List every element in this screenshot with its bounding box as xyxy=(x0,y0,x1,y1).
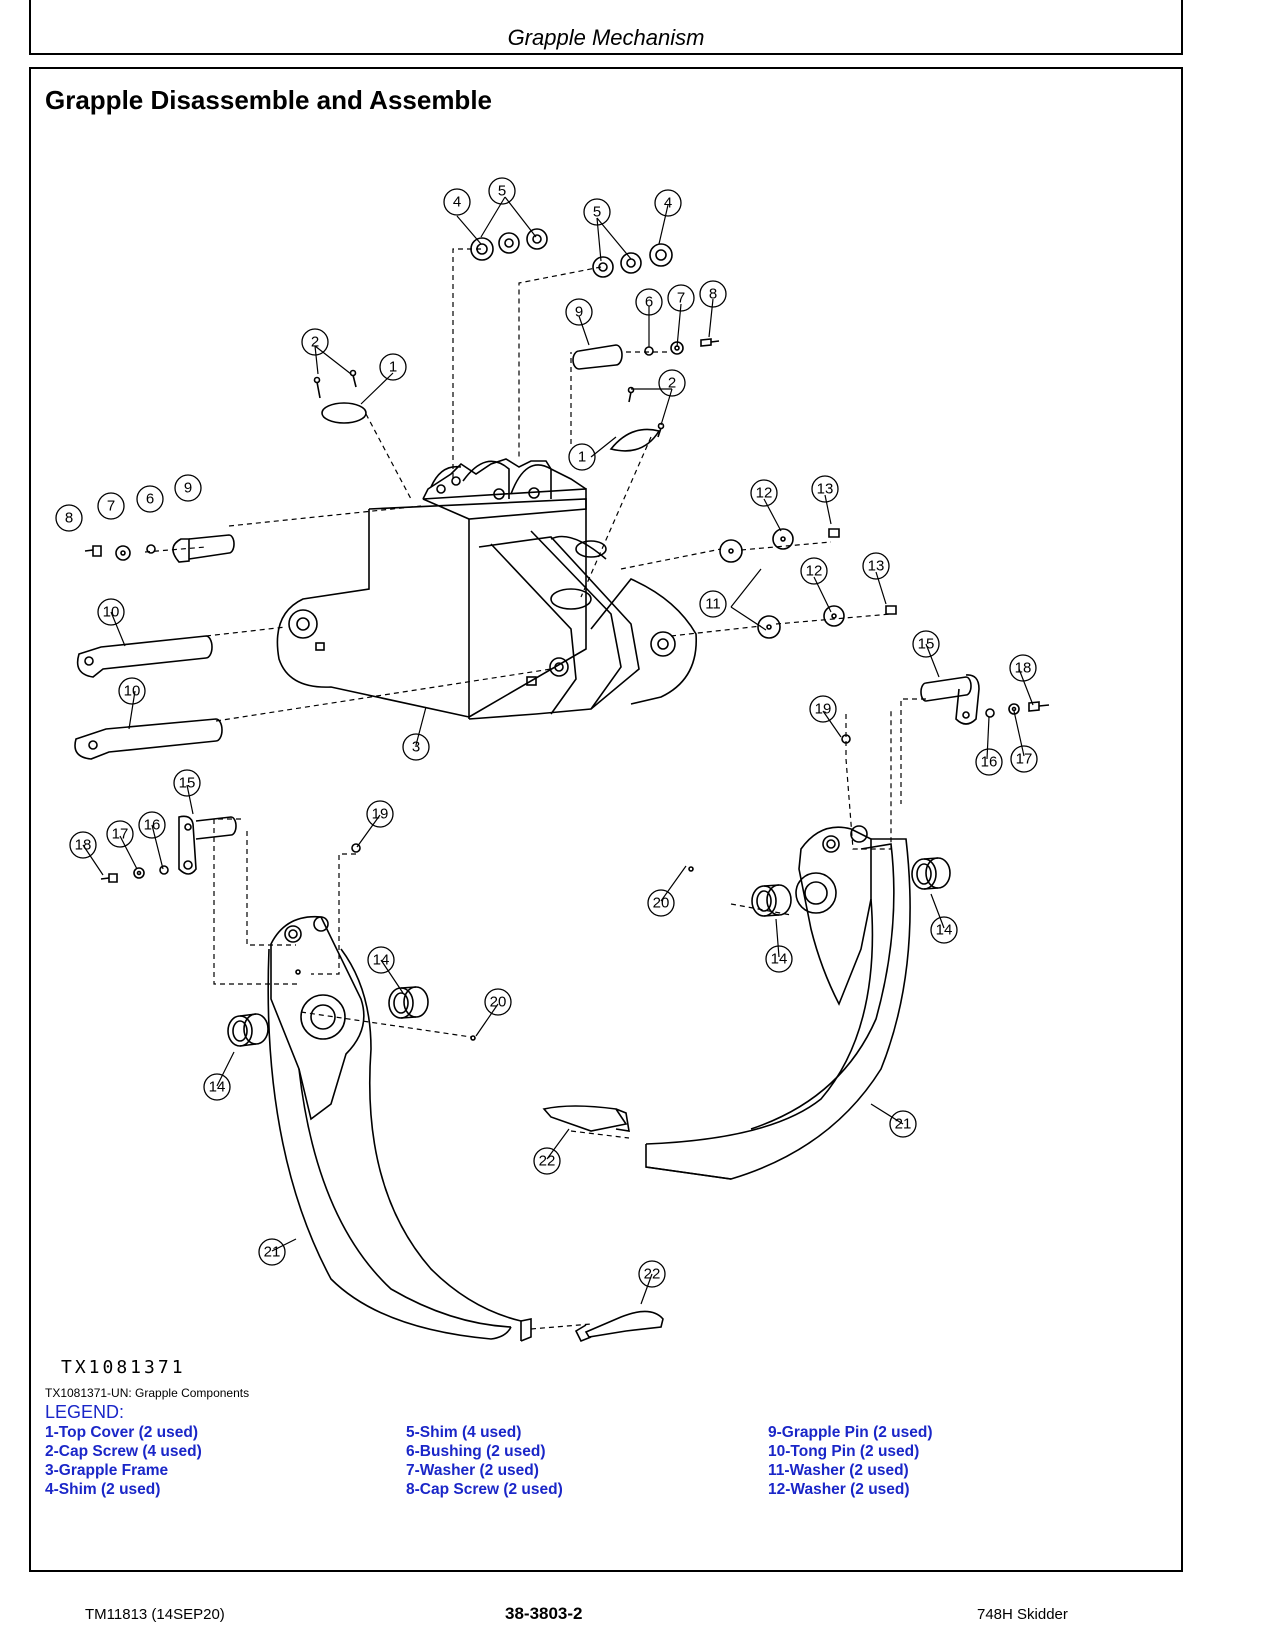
callout-22: 22 xyxy=(539,1153,556,1170)
callout-21: 21 xyxy=(895,1116,912,1133)
callout-19: 19 xyxy=(372,806,389,823)
left-pins xyxy=(74,534,235,760)
legend-title: LEGEND: xyxy=(45,1402,125,1422)
right-washers xyxy=(719,528,897,639)
callout-19: 19 xyxy=(815,701,832,718)
callout-3: 3 xyxy=(412,739,420,756)
callout-9: 9 xyxy=(184,480,192,497)
bushings xyxy=(227,857,951,1047)
callout-20: 20 xyxy=(490,994,507,1011)
section-title: Grapple Disassemble and Assemble xyxy=(45,85,493,115)
callout-14: 14 xyxy=(771,951,788,968)
callout-16: 16 xyxy=(144,817,161,834)
teeth xyxy=(542,1105,664,1343)
legend-item: 10-Tong Pin (2 used) xyxy=(768,1443,920,1460)
dashed-assembly-lines xyxy=(144,248,926,1330)
legend-item: 11-Washer (2 used) xyxy=(768,1462,909,1479)
tong-right xyxy=(645,825,911,1180)
page-header: Grapple Mechanism xyxy=(29,0,1183,55)
callout-16: 16 xyxy=(981,754,998,771)
callout-6: 6 xyxy=(146,491,154,508)
callout-4: 4 xyxy=(664,195,672,212)
callout-17: 17 xyxy=(112,826,129,843)
callout-21: 21 xyxy=(264,1244,281,1261)
callout-circles xyxy=(55,177,1038,1288)
callout-11: 11 xyxy=(705,596,721,613)
legend-item: 12-Washer (2 used) xyxy=(768,1481,910,1498)
callout-18: 18 xyxy=(1015,660,1032,677)
legend-item: 6-Bushing (2 used) xyxy=(406,1443,546,1460)
callout-1: 1 xyxy=(578,449,586,466)
callout-9: 9 xyxy=(575,304,583,321)
callout-17: 17 xyxy=(1016,751,1033,768)
callout-18: 18 xyxy=(75,837,92,854)
callout-5: 5 xyxy=(498,183,506,200)
grapple-frame xyxy=(276,458,697,720)
callout-14: 14 xyxy=(936,922,953,939)
exploded-view-diagram: 4 5 5 4 9 6 7 8 2 1 2 1 8 7 6 9 12 13 12… xyxy=(55,177,1050,1343)
callout-20: 20 xyxy=(653,895,670,912)
callout-7: 7 xyxy=(677,290,685,307)
callout-8: 8 xyxy=(65,510,73,527)
callout-1: 1 xyxy=(389,359,397,376)
shims-top xyxy=(470,228,673,278)
callout-14: 14 xyxy=(373,952,390,969)
legend-item: 8-Cap Screw (2 used) xyxy=(406,1481,563,1498)
legend-column-3: 9-Grapple Pin (2 used) 10-Tong Pin (2 us… xyxy=(768,1423,933,1499)
legend-item: 7-Washer (2 used) xyxy=(406,1462,539,1479)
footer-machine-name: 748H Skidder xyxy=(977,1606,1068,1623)
figure-caption: TX1081371-UN: Grapple Components xyxy=(45,1386,250,1400)
callout-7: 7 xyxy=(107,498,115,515)
legend-item: 3-Grapple Frame xyxy=(45,1462,169,1479)
callout-15: 15 xyxy=(918,636,935,653)
legend-item: 2-Cap Screw (4 used) xyxy=(45,1443,202,1460)
callout-8: 8 xyxy=(709,286,717,303)
callout-12: 12 xyxy=(806,563,823,580)
callout-15: 15 xyxy=(179,775,196,792)
callout-13: 13 xyxy=(868,558,885,575)
legend-item: 4-Shim (2 used) xyxy=(45,1481,161,1498)
callout-5: 5 xyxy=(593,204,601,221)
pin-15-left xyxy=(100,815,361,883)
tong-left xyxy=(267,915,532,1342)
callout-2: 2 xyxy=(668,375,676,392)
callout-12: 12 xyxy=(756,485,773,502)
figure-id: TX1081371 xyxy=(61,1357,186,1378)
grapple-pin-top xyxy=(572,338,720,370)
callout-4: 4 xyxy=(453,194,461,211)
callout-10: 10 xyxy=(124,683,141,700)
header-title: Grapple Mechanism xyxy=(507,25,705,50)
footer-manual-id: TM11813 (14SEP20) xyxy=(85,1606,225,1623)
callout-10: 10 xyxy=(103,604,120,621)
callout-22: 22 xyxy=(644,1266,661,1283)
callout-6: 6 xyxy=(645,294,653,311)
legend-item: 5-Shim (4 used) xyxy=(406,1424,522,1441)
legend-item: 1-Top Cover (2 used) xyxy=(45,1424,199,1441)
legend-column-2: 5-Shim (4 used) 6-Bushing (2 used) 7-Was… xyxy=(406,1423,563,1499)
pin-15-right xyxy=(841,674,1050,744)
callout-13: 13 xyxy=(817,481,834,498)
callout-2: 2 xyxy=(311,334,319,351)
callout-numbers: 4 5 5 4 9 6 7 8 2 1 2 1 8 7 6 9 12 13 12… xyxy=(65,183,1033,1283)
callout-14: 14 xyxy=(209,1079,226,1096)
legend-item: 9-Grapple Pin (2 used) xyxy=(768,1424,933,1441)
footer-page-number: 38-3803-2 xyxy=(505,1604,583,1623)
content-frame: Grapple Disassemble and Assemble xyxy=(29,67,1183,1572)
top-covers xyxy=(313,369,665,452)
legend-column-1: 1-Top Cover (2 used) 2-Cap Screw (4 used… xyxy=(45,1423,202,1499)
